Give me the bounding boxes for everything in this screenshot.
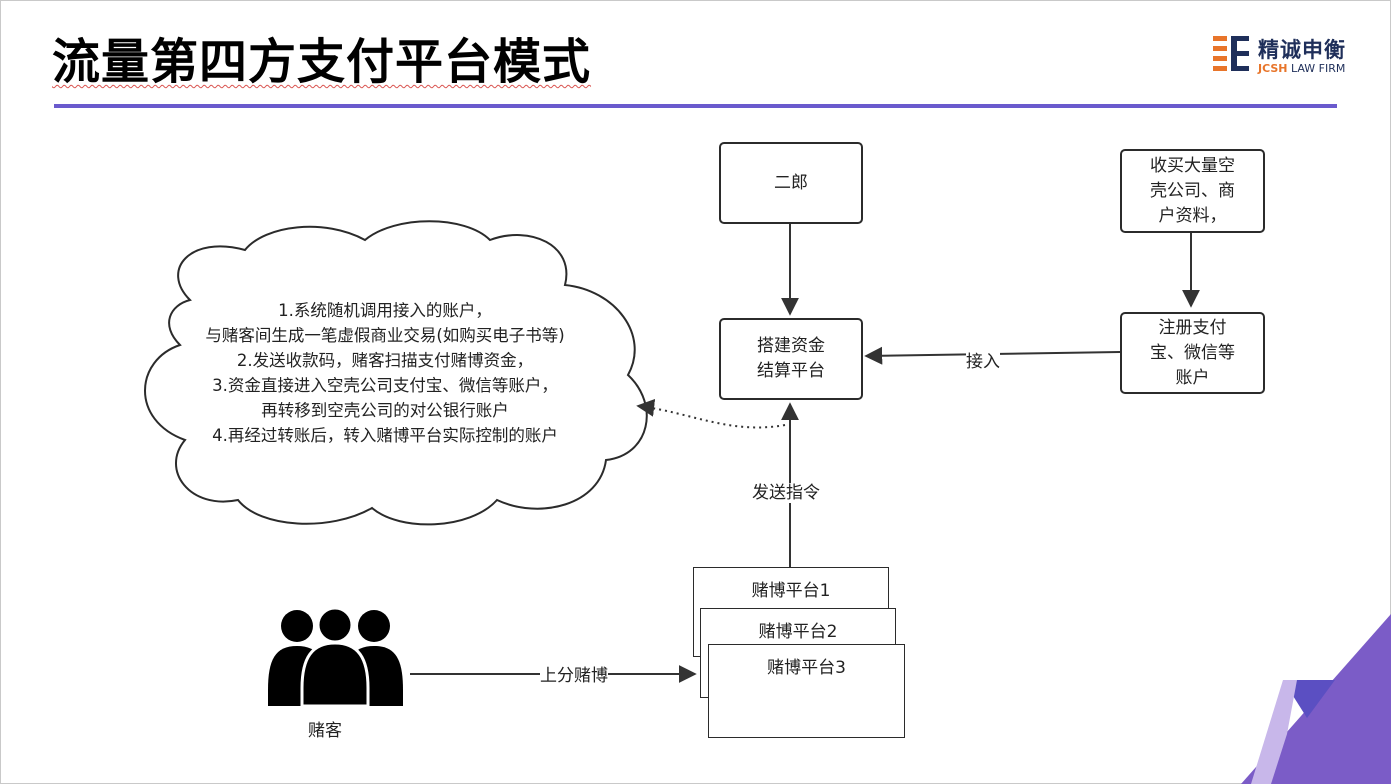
node-register-accounts: 注册支付 宝、微信等 账户 (1120, 312, 1265, 394)
cloud-line: 3.资金直接进入空壳公司支付宝、微信等账户， (212, 376, 558, 395)
cloud-line: 1.系统随机调用接入的账户， (278, 301, 492, 320)
jcsh-logo-icon (1213, 36, 1249, 71)
slide-title: 流量第四方支付平台模式 (52, 34, 592, 90)
node-gambler-label: 赌客 (308, 721, 342, 741)
logo-name-cn: 精诚申衡 (1258, 38, 1346, 62)
process-cloud (144, 220, 648, 526)
node-settlement-platform: 搭建资金 结算平台 (719, 318, 863, 400)
cloud-line: 4.再经过转账后，转入赌博平台实际控制的账户 (212, 426, 558, 445)
gamblers-icon (268, 606, 403, 708)
node-gambling-platform-3: 赌博平台3 (708, 644, 905, 738)
corner-decoration (1241, 614, 1391, 784)
title-rule (54, 104, 1337, 108)
logo-name-en: JCSH LAW FIRM (1258, 62, 1345, 75)
logo-firm: LAW FIRM (1287, 62, 1346, 75)
edge-label-bet: 上分赌博 (540, 666, 608, 686)
cloud-line: 2.发送收款码，赌客扫描支付赌博资金， (236, 351, 534, 370)
cloud-line: 与赌客间生成一笔虚假商业交易(如购买电子书等) (205, 326, 565, 345)
firm-logo: 精诚申衡 JCSH LAW FIRM (1212, 34, 1362, 78)
cloud-text: 1.系统随机调用接入的账户， 与赌客间生成一笔虚假商业交易(如购买电子书等) 2… (150, 298, 620, 448)
edge-label-access: 接入 (966, 352, 1000, 372)
edge-platform-to-cloud (636, 398, 786, 429)
cloud-line: 再转移到空壳公司的对公银行账户 (261, 401, 509, 420)
logo-brand: JCSH (1258, 62, 1288, 75)
edge-label-send-command: 发送指令 (752, 483, 820, 503)
node-erlang: 二郎 (719, 142, 863, 224)
node-acquire-shells: 收买大量空 壳公司、商 户资料， (1120, 149, 1265, 233)
